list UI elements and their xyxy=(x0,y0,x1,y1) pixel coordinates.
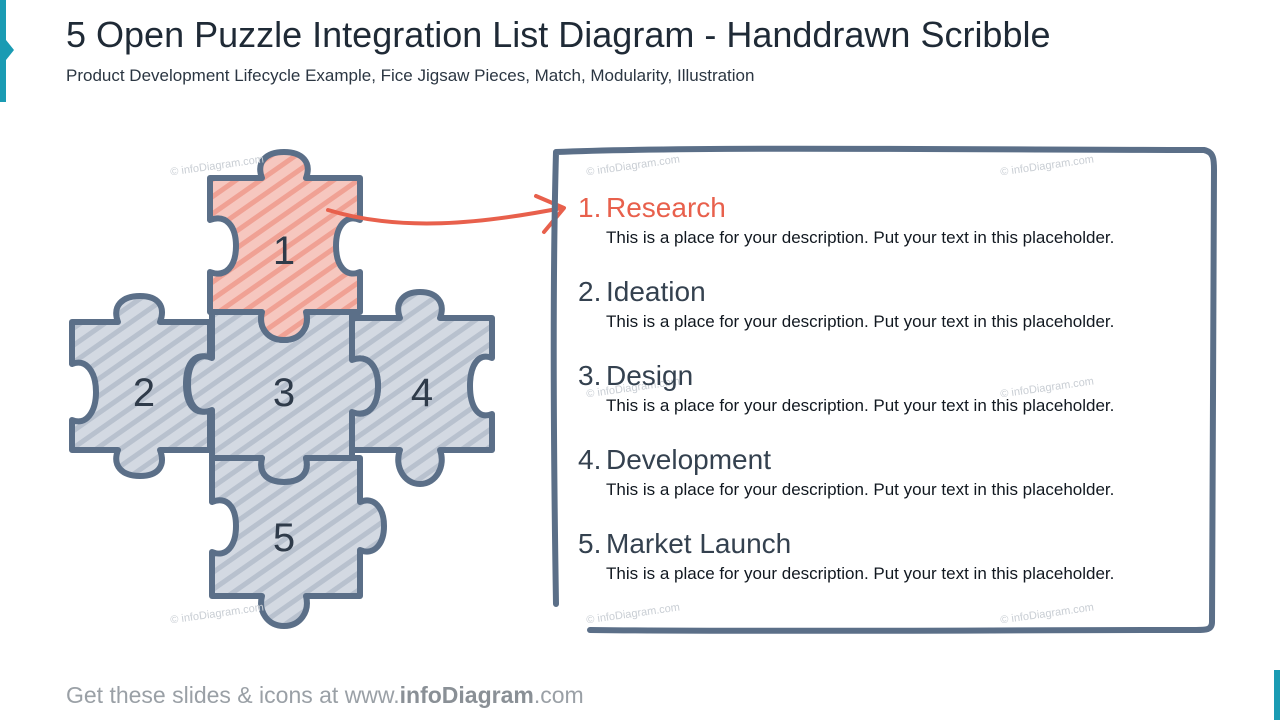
list-frame xyxy=(550,145,1217,634)
footer-brand[interactable]: infoDiagram xyxy=(399,682,534,708)
list-item-title: Research xyxy=(606,192,726,223)
list-item-number: 1. xyxy=(578,192,602,223)
stage-list: 1.Research This is a place for your desc… xyxy=(578,190,1198,610)
puzzle-piece-3-label: 3 xyxy=(273,371,295,415)
list-item: 5.Market Launch This is a place for your… xyxy=(578,526,1198,610)
puzzle-piece-1 xyxy=(207,149,363,343)
list-item-description: This is a place for your description. Pu… xyxy=(606,228,1115,247)
list-item-heading: 2.Ideation xyxy=(578,274,1198,310)
puzzle-piece-1-label: 1 xyxy=(273,229,295,273)
list-item-description: This is a place for your description. Pu… xyxy=(606,480,1115,499)
list-item-description: This is a place for your description. Pu… xyxy=(606,396,1115,415)
list-item-number: 3. xyxy=(578,360,602,391)
list-item-heading: 4.Development xyxy=(578,442,1198,478)
puzzle-piece-5-label: 5 xyxy=(273,516,295,560)
arrow-head-icon xyxy=(534,194,566,234)
list-item-title: Design xyxy=(606,360,694,391)
list-item-description: This is a place for your description. Pu… xyxy=(606,312,1115,331)
puzzle-piece-5 xyxy=(209,455,387,629)
list-item: 4.Development This is a place for your d… xyxy=(578,442,1198,526)
list-item-title: Market Launch xyxy=(606,528,792,559)
list-item: 1.Research This is a place for your desc… xyxy=(578,190,1198,274)
list-item-number: 2. xyxy=(578,276,602,307)
list-item-title: Ideation xyxy=(606,276,706,307)
puzzle-piece-2-label: 2 xyxy=(133,371,155,415)
list-item-number: 4. xyxy=(578,444,602,475)
left-accent-notch xyxy=(6,40,14,60)
list-item: 2.Ideation This is a place for your desc… xyxy=(578,274,1198,358)
list-item-heading: 5.Market Launch xyxy=(578,526,1198,562)
list-item-number: 5. xyxy=(578,528,602,559)
footer-prefix: Get these slides & icons at www. xyxy=(66,682,400,708)
left-accent-bar xyxy=(0,0,6,102)
right-accent-bar xyxy=(1274,670,1280,720)
list-item: 3.Design This is a place for your descri… xyxy=(578,358,1198,442)
page-subtitle: Product Development Lifecycle Example, F… xyxy=(66,66,755,85)
footer-suffix: .com xyxy=(533,682,584,708)
connector-arrow xyxy=(326,206,564,226)
footer-promo: Get these slides & icons at www.infoDiag… xyxy=(66,682,584,709)
page-title: 5 Open Puzzle Integration List Diagram -… xyxy=(66,14,1051,55)
list-item-heading: 1.Research xyxy=(578,190,1198,226)
list-item-heading: 3.Design xyxy=(578,358,1198,394)
puzzle-piece-4-label: 4 xyxy=(411,371,433,415)
list-item-description: This is a place for your description. Pu… xyxy=(606,564,1115,583)
list-item-title: Development xyxy=(606,444,771,475)
